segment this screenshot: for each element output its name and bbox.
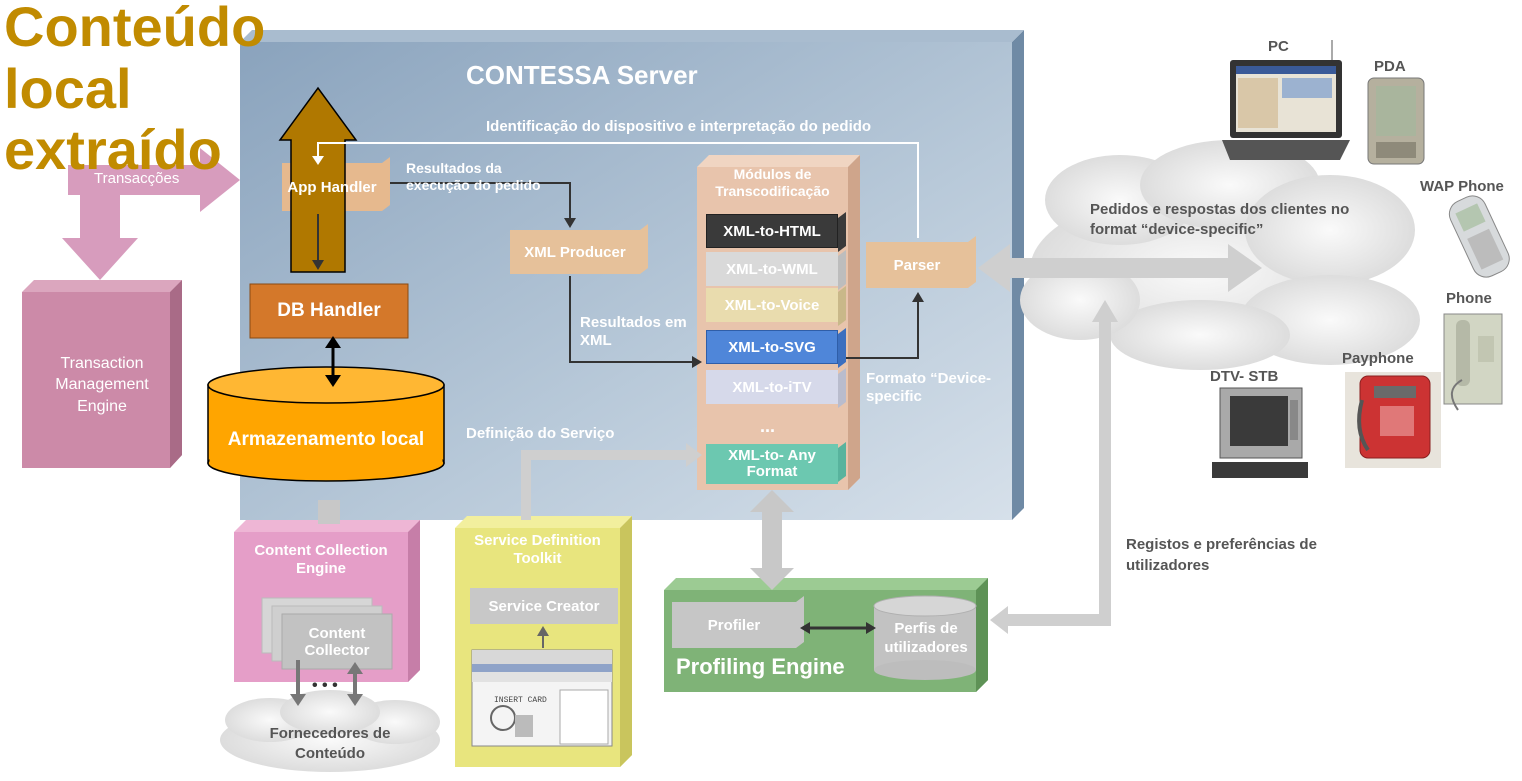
transactions-arrow — [62, 148, 240, 280]
transcoding-panel — [697, 155, 860, 490]
transcoding-title: Módulos de Transcodificação — [715, 166, 830, 199]
storage-cylinder-top — [207, 366, 445, 404]
pda-icon — [1367, 77, 1425, 165]
clients-cloud-text: Pedidos e respostas dos clientes no form… — [1090, 201, 1350, 238]
page-title: Conteúdo local extraído — [4, 0, 266, 182]
wap-phone-icon — [1448, 195, 1510, 278]
module-xml-to-svg[interactable]: XML-to-SVG — [706, 330, 838, 364]
results-exec-label: Resultados da execução do pedido — [406, 160, 541, 193]
format-device-label: Formato “Device-specific — [866, 370, 992, 405]
collector-ellipsis: • • • — [312, 677, 338, 694]
content-providers: Fornecedores de Conteúdo — [269, 724, 391, 762]
identification-label: Identificação do dispositivo e interpret… — [486, 118, 872, 135]
device-label-dtv-stb: DTV- STB — [1210, 368, 1279, 385]
content-collector[interactable]: Content Collector — [304, 624, 370, 659]
device-label-wap-phone: WAP Phone — [1420, 178, 1504, 195]
extracted-arrow — [278, 86, 358, 273]
results-xml-label: Resultados em XML — [580, 314, 687, 349]
tme-box — [22, 280, 182, 468]
payphone-icon — [1345, 372, 1441, 468]
server-title: CONTESSA Server — [466, 60, 698, 90]
device-label-pc: PC — [1268, 38, 1289, 55]
parser-box — [866, 236, 976, 288]
profiler[interactable]: Profiler — [707, 616, 761, 634]
transaction-management-engine[interactable]: Transaction Management Engine — [55, 354, 149, 415]
server-box-top — [240, 30, 1024, 42]
module-xml-to-itv[interactable]: XML-to-iTV — [706, 370, 838, 404]
module-xml-to-voice[interactable]: XML-to-Voice — [706, 288, 838, 322]
db-handler[interactable]: DB Handler — [277, 300, 381, 321]
device-label-payphone: Payphone — [1342, 350, 1414, 367]
parser[interactable]: Parser — [893, 256, 941, 274]
profiling-title: Profiling Engine — [676, 654, 845, 679]
modules-ellipsis: ... — [760, 416, 776, 436]
collection-title: Content Collection Engine — [254, 542, 388, 577]
registos-label: Registos e preferências de utilizadores — [1126, 536, 1317, 574]
phone-icon — [1443, 313, 1503, 411]
app-handler[interactable]: App Handler — [287, 178, 377, 196]
xml-producer[interactable]: XML Producer — [524, 243, 626, 261]
user-profiles[interactable]: Perfis de utilizadores — [884, 619, 968, 657]
pc-icon — [1222, 60, 1350, 160]
module-xml-to-wml[interactable]: XML-to-WML — [706, 252, 838, 286]
storage-local[interactable]: Armazenamento local — [227, 429, 425, 451]
device-label-phone: Phone — [1446, 290, 1492, 307]
dtv-stb-icon — [1212, 387, 1308, 478]
db-handler-box — [249, 283, 409, 339]
transactions-label: Transacções — [94, 170, 180, 187]
device-label-pda: PDA — [1374, 58, 1406, 75]
clients-cloud — [1020, 140, 1420, 370]
toolkit-screenshot-caption: INSERT CARD — [494, 696, 547, 705]
service-definition-label: Definição do Serviço — [466, 425, 615, 442]
service-creator[interactable]: Service Creator — [470, 588, 618, 624]
module-xml-to-any[interactable]: XML-to- Any Format — [706, 444, 838, 484]
toolkit-title: Service Definition Toolkit — [474, 532, 601, 567]
module-xml-to-html[interactable]: XML-to-HTML — [706, 214, 838, 248]
xml-producer-box — [510, 224, 648, 274]
